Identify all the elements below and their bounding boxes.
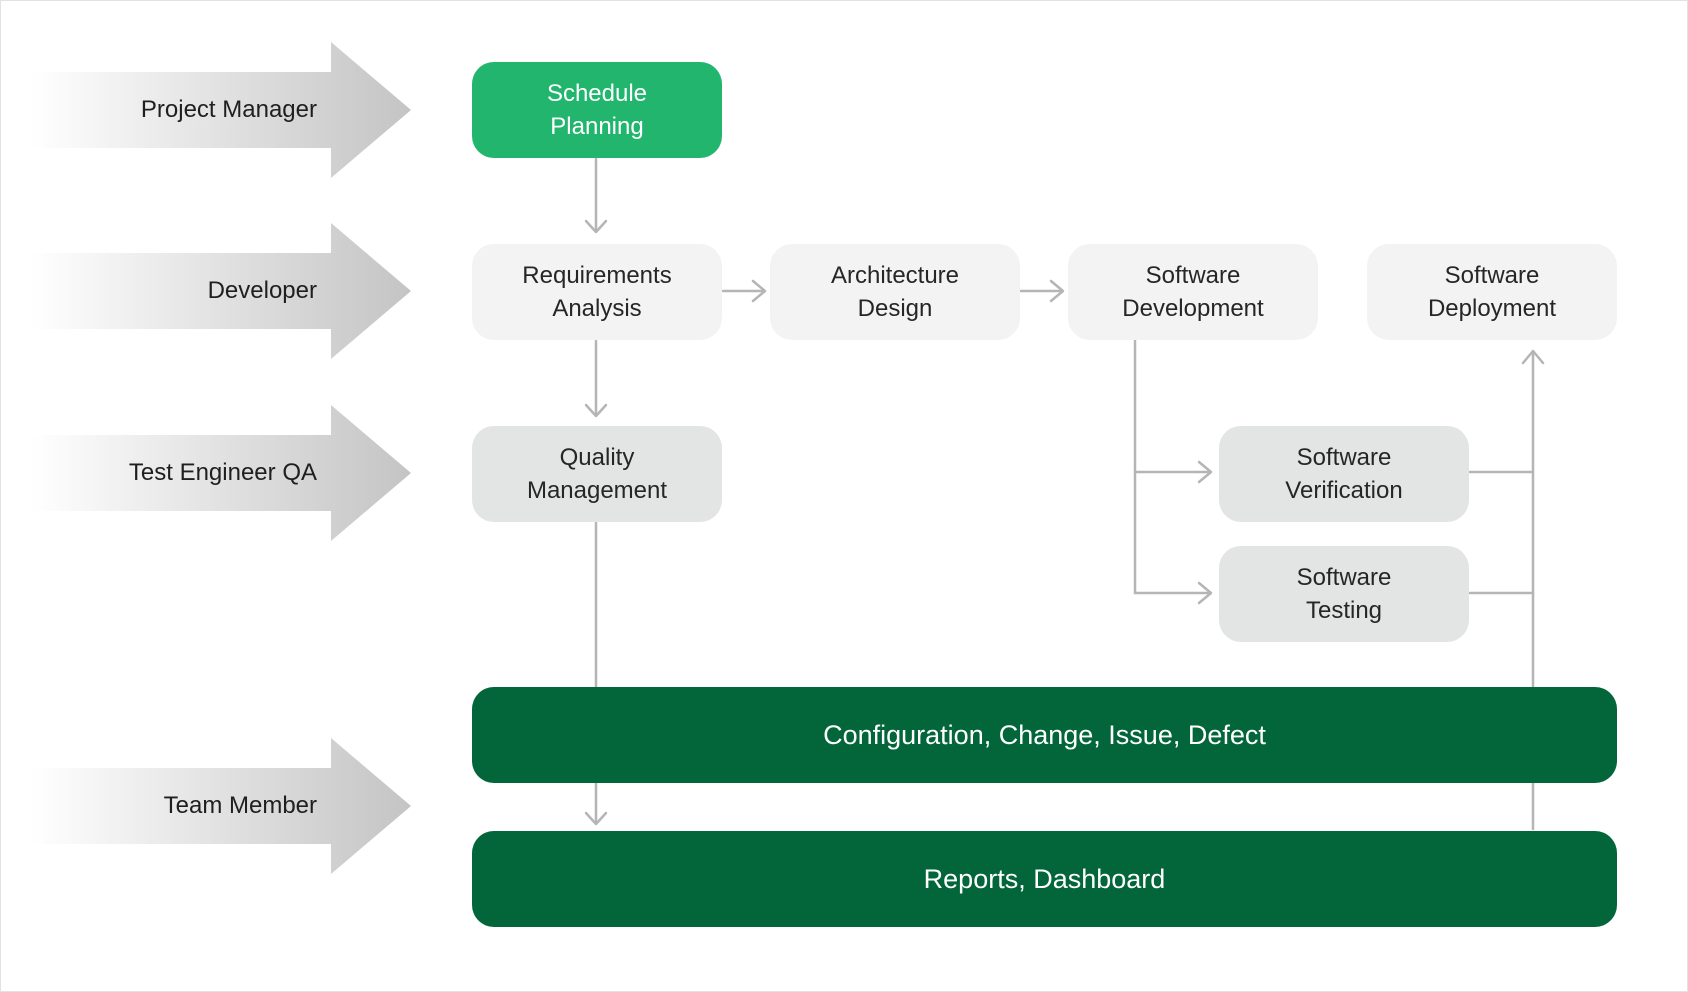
node-label: Schedule Planning xyxy=(546,80,648,140)
arrowhead-icon xyxy=(584,811,608,826)
arrowhead-icon xyxy=(1197,581,1213,605)
role-test-engineer-qa: Test Engineer QA xyxy=(31,405,411,541)
node-label: Software Verification xyxy=(1285,444,1403,504)
role-arrow-icon xyxy=(31,405,411,541)
role-arrow-icon xyxy=(31,223,411,359)
node-label: Software Deployment xyxy=(1427,262,1557,322)
bar-reports-dashboard[interactable]: Reports, Dashboard xyxy=(472,831,1617,927)
node-architecture-design[interactable]: Architecture Design xyxy=(770,244,1020,340)
node-label: Architecture Design xyxy=(830,262,960,322)
node-quality-management[interactable]: Quality Management xyxy=(472,426,722,522)
arrowhead-icon xyxy=(751,279,767,303)
node-label: Quality Management xyxy=(526,444,668,504)
role-project-manager: Project Manager xyxy=(31,42,411,178)
node-label: Requirements Analysis xyxy=(522,262,672,322)
bar-label: Reports, Dashboard xyxy=(923,863,1166,894)
node-label: Software Testing xyxy=(1296,564,1392,624)
role-developer: Developer xyxy=(31,223,411,359)
arrowhead-icon xyxy=(584,403,608,418)
node-schedule-planning[interactable]: Schedule Planning xyxy=(472,62,722,158)
arrowhead-icon xyxy=(584,219,608,234)
node-label: Software Development xyxy=(1122,262,1264,322)
role-label: Team Member xyxy=(163,792,317,819)
role-arrow-icon xyxy=(31,738,411,874)
arrowhead-icon xyxy=(1197,460,1213,484)
arrowhead-icon xyxy=(1521,349,1545,365)
arrowhead-icon xyxy=(1049,279,1065,303)
role-label: Test Engineer QA xyxy=(128,459,317,486)
role-arrow-icon xyxy=(31,42,411,178)
bar-label: Configuration, Change, Issue, Defect xyxy=(823,719,1266,750)
bar-configuration-change-issue-defect[interactable]: Configuration, Change, Issue, Defect xyxy=(472,687,1617,783)
node-requirements-analysis[interactable]: Requirements Analysis xyxy=(472,244,722,340)
node-software-deployment[interactable]: Software Deployment xyxy=(1367,244,1617,340)
role-label: Project Manager xyxy=(140,96,317,123)
node-software-verification[interactable]: Software Verification xyxy=(1219,426,1469,522)
node-software-development[interactable]: Software Development xyxy=(1068,244,1318,340)
node-software-testing[interactable]: Software Testing xyxy=(1219,546,1469,642)
role-label: Developer xyxy=(207,277,317,304)
role-team-member: Team Member xyxy=(31,738,411,874)
